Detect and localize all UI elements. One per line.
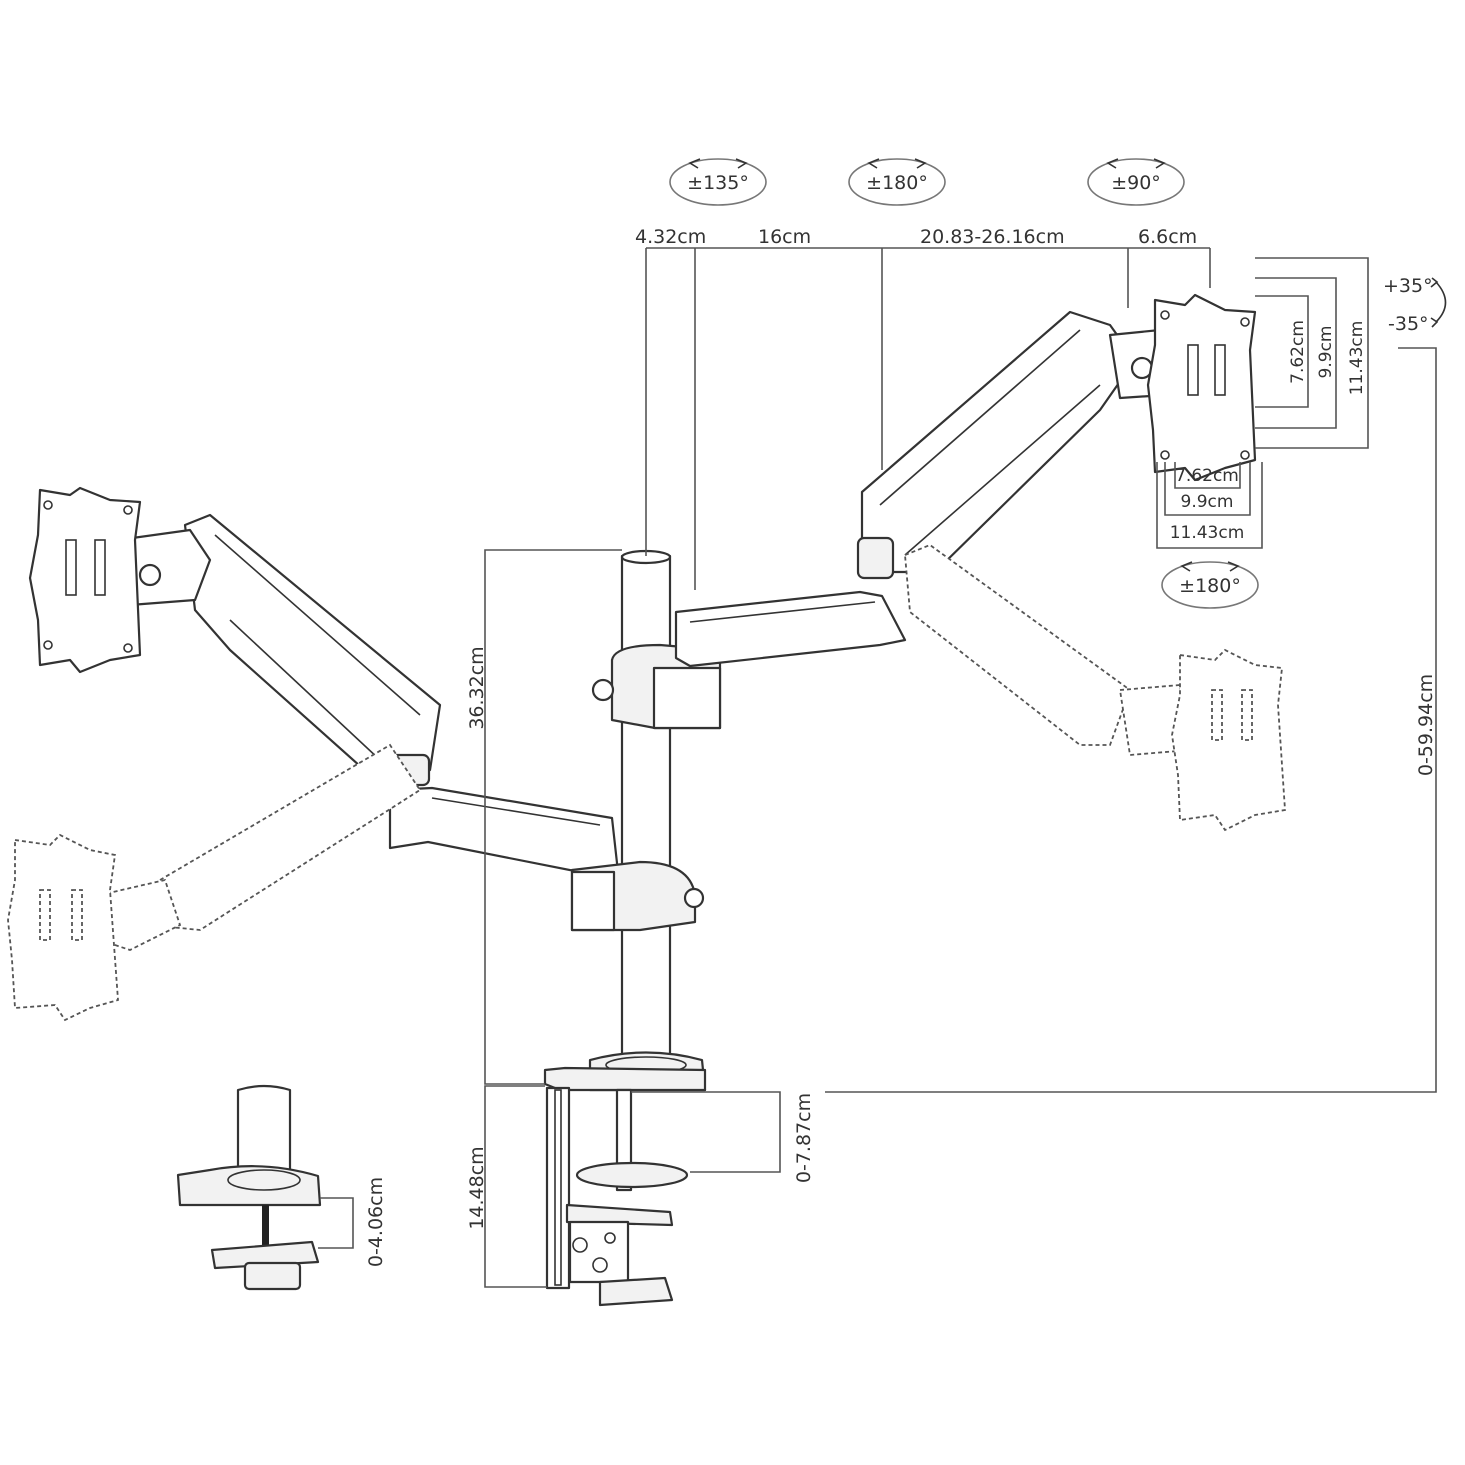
clamp-height-dimension: 14.48cm [466, 1085, 547, 1288]
desk-clamp [543, 1066, 707, 1307]
pole-offset-label: 4.32cm [635, 226, 706, 248]
rotation-pill-right: ±90° [1087, 158, 1185, 206]
clamp-height-label: 14.48cm [466, 1146, 488, 1229]
tilt-indicator: +35° -35° [1383, 275, 1447, 335]
head-depth-label: 6.6cm [1138, 226, 1197, 248]
vesa-h-small-label: 7.62cm [1175, 466, 1239, 486]
left-arm [7, 486, 705, 1022]
vesa-h-large-label: 11.43cm [1170, 523, 1245, 543]
right-arm [591, 293, 1286, 832]
pole-height-label: 36.32cm [466, 646, 488, 729]
grommet-mount: 0-4.06cm [176, 1084, 387, 1291]
upper-arm-label: 20.83-26.16cm [920, 226, 1065, 248]
vesa-v-small-label: 7.62cm [1288, 320, 1308, 384]
pole-height-dimension: 36.32cm [466, 549, 622, 1085]
rotation-panel-label: ±180° [1179, 575, 1241, 597]
rotation-pill-panel: ±180° [1161, 561, 1259, 609]
lower-arm-label: 16cm [758, 226, 811, 248]
top-dimensions: 4.32cm 16cm 20.83-26.16cm 6.6cm [635, 226, 1211, 590]
vesa-dimensions: 7.62cm 9.9cm 11.43cm 7.62cm 9.9cm 11.43c… [1156, 257, 1369, 549]
rotation-pill-left: ±135° [669, 158, 767, 206]
height-range-dimension: 0-59.94cm [825, 347, 1437, 1093]
tilt-up-label: +35° [1383, 275, 1433, 297]
tilt-down-label: -35° [1388, 313, 1429, 335]
clamp-opening-label: 0-7.87cm [793, 1093, 815, 1183]
height-range-label: 0-59.94cm [1415, 674, 1437, 776]
vesa-h-mid-label: 9.9cm [1181, 492, 1234, 512]
vesa-v-large-label: 11.43cm [1347, 321, 1367, 396]
vesa-v-mid-label: 9.9cm [1316, 326, 1336, 379]
rotation-90-label: ±90° [1111, 172, 1161, 194]
rotation-pill-middle: ±180° [848, 158, 946, 206]
grommet-range-label: 0-4.06cm [365, 1177, 387, 1267]
rotation-135-label: ±135° [687, 172, 749, 194]
rotation-180-label: ±180° [866, 172, 928, 194]
clamp-opening-dimension: 0-7.87cm [631, 1091, 815, 1183]
